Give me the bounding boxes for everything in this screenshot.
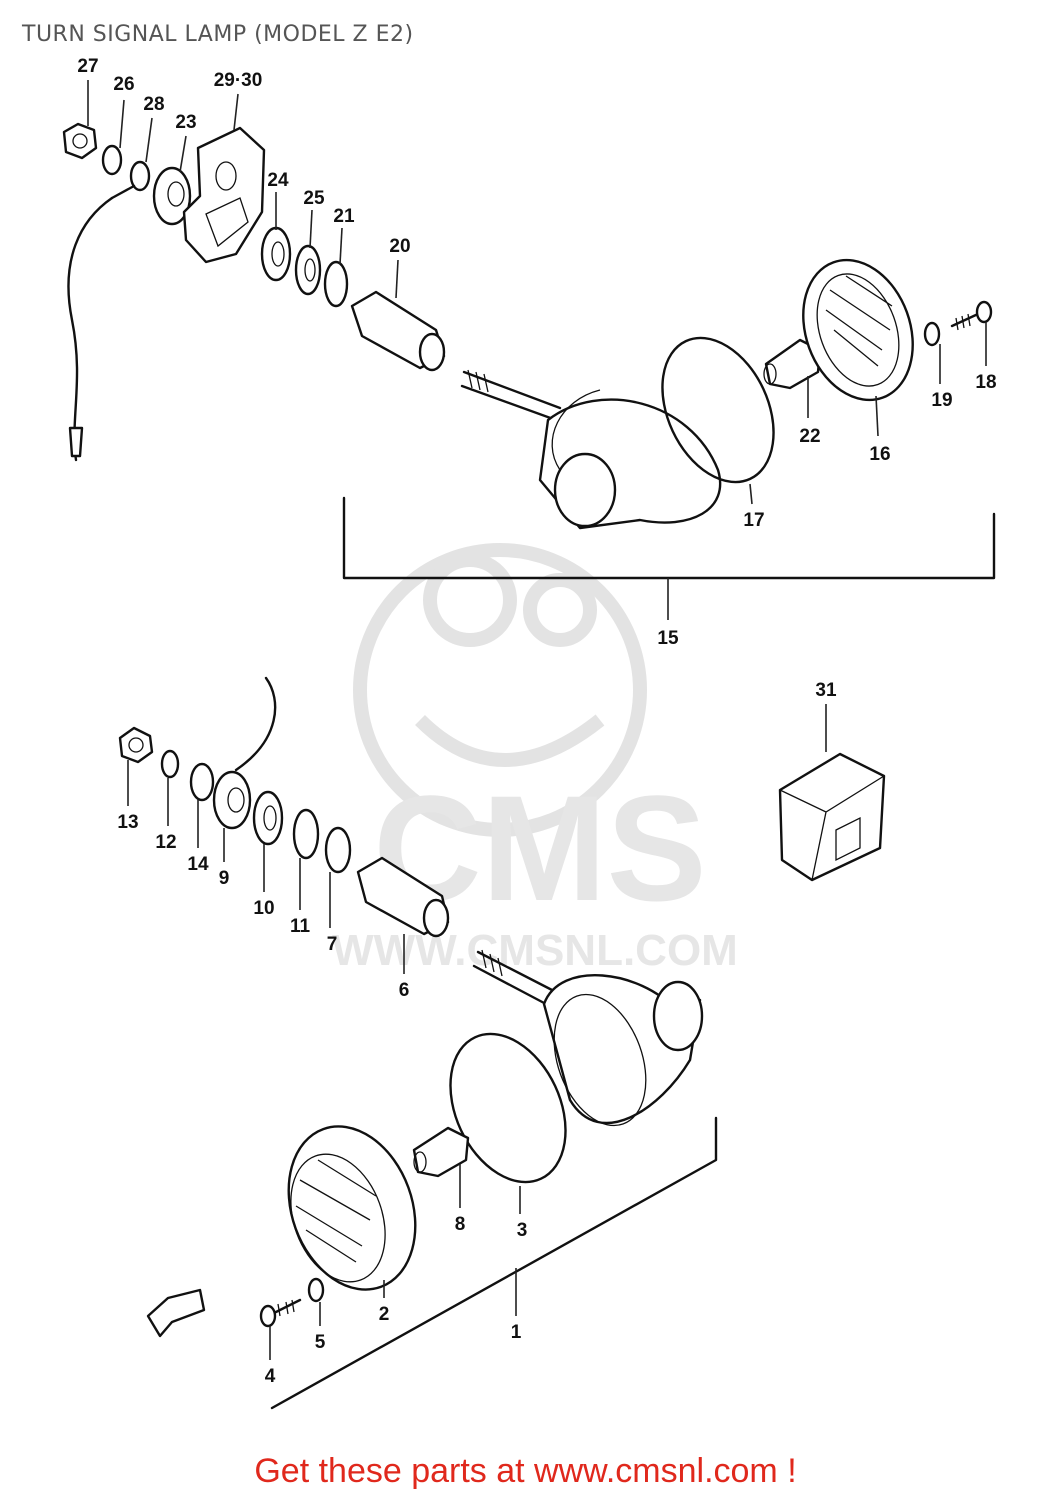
washer-23 [152, 166, 192, 226]
lock-washer-21 [323, 260, 349, 308]
lens-2 [287, 1125, 417, 1291]
callout-4: 4 [265, 1366, 276, 1387]
screw-4 [270, 1298, 302, 1316]
gasket-3 [449, 1032, 567, 1184]
callout-16: 16 [869, 444, 890, 465]
wire-connector [68, 426, 84, 458]
callout-19: 19 [931, 390, 952, 411]
washer-12 [160, 749, 180, 779]
stud-bolt [462, 370, 562, 410]
callout-9: 9 [219, 868, 230, 889]
callout-18: 18 [975, 372, 996, 393]
watermark: CMS WWW.CMSNL.COM [332, 543, 738, 975]
callout-14: 14 [187, 854, 209, 875]
callout-labels: 27 26 28 23 29·30 24 25 21 20 18 19 22 1… [77, 56, 996, 1387]
footer-link[interactable]: Get these parts at www.cmsnl.com ! [254, 1452, 797, 1490]
bracket-29-30 [182, 126, 266, 264]
washer-28 [129, 160, 151, 192]
screw-18 [950, 312, 980, 328]
callout-12: 12 [155, 832, 176, 853]
wire-harness [67, 196, 114, 462]
housing-neck [553, 452, 617, 528]
upper-assembly [62, 122, 996, 580]
callout-29-30: 29·30 [214, 70, 263, 91]
callout-7: 7 [327, 934, 338, 955]
callout-6: 6 [399, 980, 410, 1001]
callout-11: 11 [290, 916, 311, 937]
nut-13 [118, 726, 154, 764]
front-arrow-icon [146, 1288, 206, 1338]
housing-neck-lower [652, 980, 704, 1052]
callout-28: 28 [143, 94, 164, 115]
washer-26 [101, 144, 123, 176]
callout-3: 3 [517, 1220, 528, 1241]
washer-24 [260, 226, 292, 282]
lower-assembly [118, 676, 886, 1410]
watermark-mascot-icon [353, 543, 647, 837]
callout-20: 20 [389, 236, 410, 257]
assembly-bracket-15 [342, 496, 996, 580]
nut-27 [62, 122, 98, 160]
wire-lower [234, 676, 277, 772]
callout-23: 23 [175, 112, 196, 133]
flasher-relay-31 [778, 752, 886, 882]
callout-21: 21 [333, 206, 355, 227]
leader-lines [87, 80, 987, 1360]
callout-17: 17 [743, 510, 764, 531]
collar-9 [212, 770, 252, 830]
callout-8: 8 [455, 1214, 466, 1235]
diagram-title: TURN SIGNAL LAMP (MODEL Z E2) [22, 22, 414, 47]
washer-10 [252, 790, 284, 846]
washer-25 [294, 244, 322, 296]
callout-5: 5 [315, 1332, 326, 1353]
callout-26: 26 [113, 74, 134, 95]
watermark-url: WWW.CMSNL.COM [332, 926, 738, 975]
callout-15: 15 [657, 628, 679, 649]
callout-13: 13 [117, 812, 138, 833]
gasket-17 [661, 336, 775, 484]
callout-27: 27 [77, 56, 98, 77]
lens-16 [802, 258, 914, 402]
lock-washer-7 [324, 826, 352, 874]
assembly-bracket-1 [270, 1116, 718, 1410]
callout-24: 24 [267, 170, 289, 191]
callout-1: 1 [511, 1322, 522, 1343]
callout-2: 2 [379, 1304, 390, 1325]
washer-14 [189, 762, 215, 802]
washer-5 [307, 1277, 325, 1303]
callout-22: 22 [799, 426, 820, 447]
washer-19 [923, 321, 941, 347]
callout-25: 25 [303, 188, 325, 209]
callout-31: 31 [815, 680, 837, 701]
washer-11 [292, 808, 320, 860]
callout-10: 10 [253, 898, 274, 919]
